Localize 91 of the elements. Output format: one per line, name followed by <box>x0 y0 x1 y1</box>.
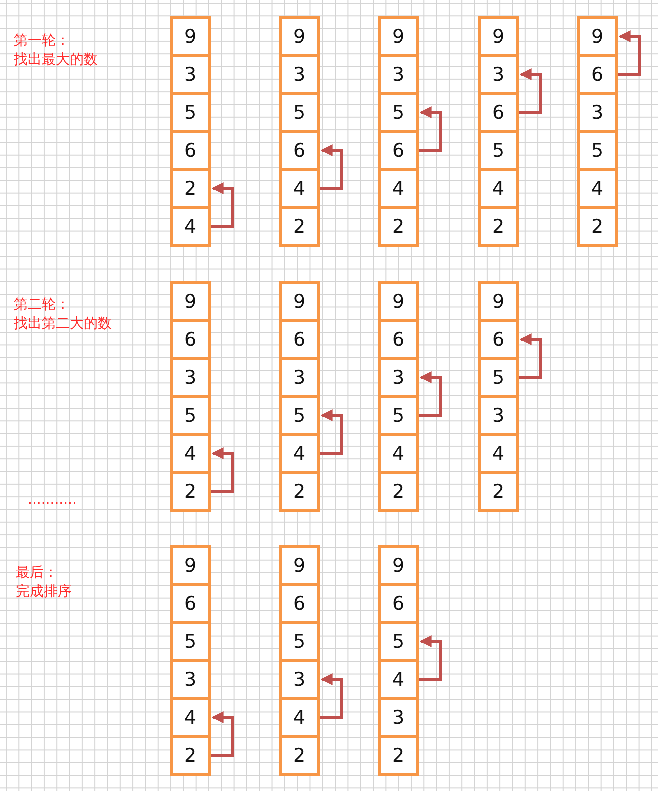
array-cell: 6 <box>478 319 519 360</box>
array-cell: 3 <box>378 54 419 95</box>
array-cell: 2 <box>170 168 211 209</box>
array-cell: 6 <box>279 583 320 624</box>
array-cell: 6 <box>170 130 211 171</box>
array-cell: 5 <box>170 92 211 133</box>
array-cell: 4 <box>378 433 419 474</box>
array-cell: 5 <box>577 130 618 171</box>
array-cell: 6 <box>170 319 211 360</box>
array-cell: 2 <box>478 206 519 247</box>
array-cell: 3 <box>378 697 419 738</box>
array-cell: 9 <box>170 545 211 586</box>
array-cell: 4 <box>378 659 419 700</box>
array-cell: 9 <box>478 16 519 57</box>
array-cell: 6 <box>378 130 419 171</box>
swap-arrow <box>519 334 542 379</box>
array-cell: 4 <box>170 206 211 247</box>
swap-arrow <box>320 144 344 190</box>
array-cell: 6 <box>478 92 519 133</box>
array-cell: 5 <box>478 130 519 171</box>
array-cell: 4 <box>170 433 211 474</box>
array-cell: 2 <box>378 471 419 512</box>
swap-arrow <box>320 674 344 719</box>
array-cell: 5 <box>279 395 320 436</box>
array-cell: 2 <box>170 471 211 512</box>
array-cell: 3 <box>279 357 320 398</box>
array-cell: 9 <box>279 545 320 586</box>
swap-arrow <box>211 448 234 493</box>
array-cell: 3 <box>378 357 419 398</box>
array-cell: 4 <box>577 168 618 209</box>
array-cell: 4 <box>170 697 211 738</box>
array-cell: 2 <box>577 206 618 247</box>
array-cell: 6 <box>378 319 419 360</box>
array-cell: 5 <box>378 92 419 133</box>
array-cell: 9 <box>378 16 419 57</box>
array-cell: 5 <box>170 395 211 436</box>
array-cell: 4 <box>478 433 519 474</box>
note-text: 第一轮： <box>14 32 70 50</box>
array-cell: 9 <box>577 16 618 57</box>
array-cell: 9 <box>378 281 419 322</box>
array-cell: 4 <box>279 697 320 738</box>
array-cell: 5 <box>279 621 320 662</box>
array-cell: 9 <box>478 281 519 322</box>
array-cell: 3 <box>170 659 211 700</box>
array-cell: 2 <box>478 471 519 512</box>
array-cell: 6 <box>279 130 320 171</box>
note-text: 找出最大的数 <box>14 51 98 69</box>
array-cell: 2 <box>378 735 419 776</box>
array-cell: 4 <box>279 433 320 474</box>
array-cell: 4 <box>478 168 519 209</box>
note-text: 第二轮： <box>14 296 70 314</box>
array-cell: 2 <box>279 471 320 512</box>
swap-arrow <box>419 106 442 152</box>
note-text: ........... <box>28 491 77 509</box>
array-cell: 3 <box>478 54 519 95</box>
array-cell: 5 <box>378 621 419 662</box>
array-cell: 5 <box>170 621 211 662</box>
swap-arrow <box>618 30 642 76</box>
array-cell: 6 <box>577 54 618 95</box>
array-cell: 6 <box>279 319 320 360</box>
array-cell: 4 <box>378 168 419 209</box>
array-cell: 3 <box>170 54 211 95</box>
array-cell: 6 <box>378 583 419 624</box>
array-cell: 2 <box>170 735 211 776</box>
array-cell: 3 <box>279 659 320 700</box>
array-cell: 2 <box>279 206 320 247</box>
array-cell: 9 <box>378 545 419 586</box>
note-text: 完成排序 <box>16 583 72 601</box>
array-cell: 9 <box>170 281 211 322</box>
array-cell: 3 <box>478 395 519 436</box>
array-cell: 4 <box>279 168 320 209</box>
swap-arrow <box>211 712 234 757</box>
array-cell: 5 <box>478 357 519 398</box>
array-cell: 6 <box>170 583 211 624</box>
swap-arrow <box>320 410 344 455</box>
array-cell: 5 <box>378 395 419 436</box>
note-text: 最后： <box>16 564 58 582</box>
array-cell: 3 <box>577 92 618 133</box>
array-cell: 9 <box>170 16 211 57</box>
array-cell: 5 <box>279 92 320 133</box>
array-cell: 3 <box>279 54 320 95</box>
array-cell: 9 <box>279 16 320 57</box>
array-cell: 2 <box>279 735 320 776</box>
swap-arrow <box>419 372 442 417</box>
swap-arrow <box>519 68 542 114</box>
swap-arrow <box>419 636 442 681</box>
array-cell: 2 <box>378 206 419 247</box>
array-cell: 3 <box>170 357 211 398</box>
swap-arrow <box>211 182 234 228</box>
note-text: 找出第二大的数 <box>14 315 112 333</box>
array-cell: 9 <box>279 281 320 322</box>
